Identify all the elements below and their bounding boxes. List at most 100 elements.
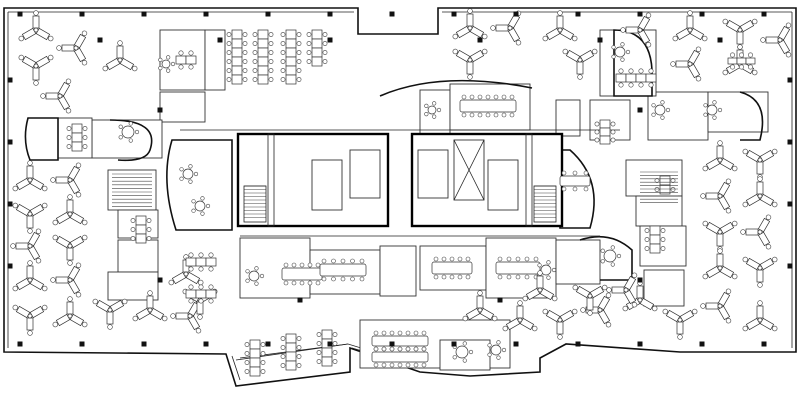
column xyxy=(203,11,209,17)
workstation-arm xyxy=(717,178,732,197)
chair xyxy=(12,202,18,209)
hub xyxy=(27,313,33,319)
workstation-arm xyxy=(452,25,471,40)
reception-curve xyxy=(109,119,153,162)
chair xyxy=(280,41,286,46)
stair-w xyxy=(243,185,267,223)
chair xyxy=(118,124,123,129)
chair xyxy=(147,290,153,296)
table xyxy=(371,335,429,347)
workstation-cluster xyxy=(742,256,778,288)
desk xyxy=(257,29,269,40)
chair xyxy=(132,65,138,72)
core-shaft-w xyxy=(267,133,275,227)
chair xyxy=(628,68,634,74)
chair xyxy=(188,50,194,56)
desk-column xyxy=(130,215,152,244)
workstation-arm xyxy=(717,305,732,324)
chair xyxy=(441,256,447,262)
desk xyxy=(185,257,197,267)
enclosed-room xyxy=(107,169,157,211)
chair xyxy=(462,358,467,363)
workstation-arm xyxy=(757,214,772,233)
hub xyxy=(577,57,583,63)
chair xyxy=(42,185,48,192)
chair xyxy=(48,54,54,61)
chair xyxy=(188,266,194,272)
chair xyxy=(226,59,232,64)
chair xyxy=(712,100,717,105)
chair xyxy=(260,360,266,365)
table xyxy=(319,263,367,277)
chair xyxy=(42,304,48,311)
chair xyxy=(268,59,274,64)
workstation-arm xyxy=(559,308,578,323)
chair xyxy=(280,50,286,55)
enclosed-room xyxy=(117,239,159,273)
workstation-cluster xyxy=(452,8,488,40)
chair xyxy=(188,284,194,290)
workstation-arm xyxy=(50,176,69,184)
workstation-arm xyxy=(722,61,741,76)
chair xyxy=(130,218,136,223)
workstation-cluster xyxy=(700,178,732,214)
hub xyxy=(717,265,723,271)
chair xyxy=(757,176,763,182)
chair xyxy=(340,258,346,264)
chair xyxy=(625,49,631,55)
desk xyxy=(321,347,333,358)
chair xyxy=(717,107,723,113)
chair xyxy=(316,341,322,346)
workstation-arm xyxy=(637,29,652,48)
chair xyxy=(179,167,184,172)
chair xyxy=(82,144,88,149)
hub xyxy=(597,307,603,313)
chair xyxy=(244,351,250,356)
chair xyxy=(226,32,232,37)
hub xyxy=(757,157,763,163)
table xyxy=(194,200,206,212)
desk-surface xyxy=(61,44,75,52)
chair xyxy=(772,256,778,263)
chair xyxy=(158,57,163,62)
desk-surface xyxy=(466,61,474,75)
chair xyxy=(252,77,258,82)
chair xyxy=(130,227,136,232)
workstation-cluster xyxy=(50,162,82,198)
desk-surface xyxy=(55,176,69,184)
core-shaft-e xyxy=(525,133,533,227)
chair xyxy=(280,336,286,341)
chair xyxy=(75,262,82,268)
chair xyxy=(208,284,214,290)
column xyxy=(327,341,333,347)
hub xyxy=(67,313,73,319)
chair xyxy=(692,308,698,315)
chair xyxy=(742,325,748,332)
column xyxy=(157,277,163,283)
chair xyxy=(226,68,232,73)
column xyxy=(265,341,271,347)
workstation-arm xyxy=(687,63,702,82)
hub xyxy=(27,277,33,283)
enclosed-room xyxy=(204,29,226,91)
chair xyxy=(252,50,258,55)
workstation-arm xyxy=(56,44,75,52)
chair xyxy=(52,321,58,328)
chair xyxy=(533,256,539,262)
round-table xyxy=(487,340,507,360)
chair xyxy=(725,208,732,214)
chair xyxy=(747,52,753,58)
hub xyxy=(67,277,73,283)
chair xyxy=(501,94,507,100)
chair xyxy=(785,52,792,58)
chair xyxy=(462,315,468,322)
building-core: ELEV. 01 ELEV. 02 ELEV. 03 ELEV. 04 ELEV… xyxy=(236,132,564,228)
desk-surface xyxy=(26,317,34,331)
workstation-arm xyxy=(516,300,524,319)
desk xyxy=(231,65,243,76)
workstation-arm xyxy=(700,192,719,200)
chair xyxy=(583,186,589,192)
workstation-cluster xyxy=(52,234,88,266)
desk-column xyxy=(306,29,328,67)
desk xyxy=(599,127,611,137)
